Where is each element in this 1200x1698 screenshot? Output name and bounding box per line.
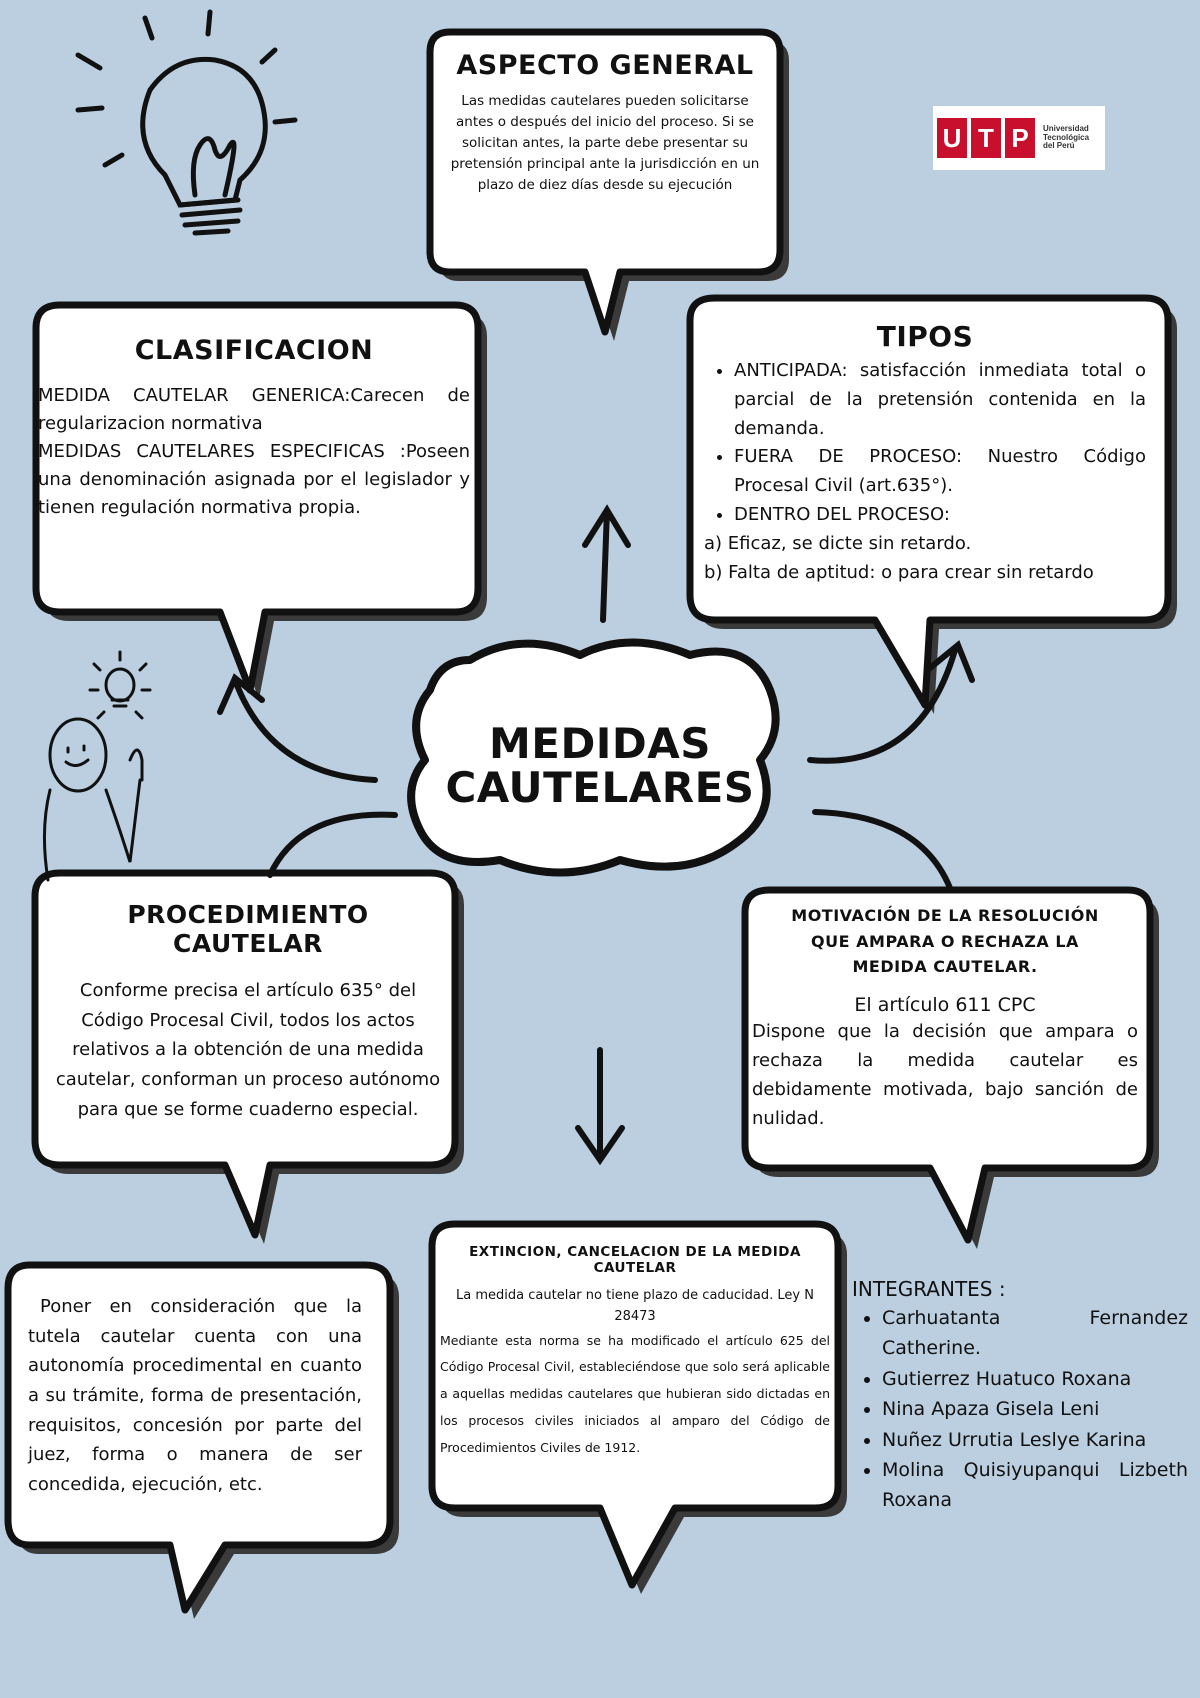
integrante-item: Gutierrez Huatuco Roxana: [882, 1364, 1188, 1394]
extincion-section: EXTINCION, CANCELACION DE LA MEDIDA CAUT…: [440, 1244, 830, 1462]
tipos-title: TIPOS: [876, 320, 974, 353]
logo-sub-line-1: Universidad: [1043, 124, 1089, 134]
arc-to-motivacion: [812, 809, 953, 891]
motivacion-section: MOTIVACIÓN DE LA RESOLUCIÓN QUE AMPARA O…: [752, 903, 1138, 1134]
arrow-down: [575, 1047, 625, 1166]
connector-arrows: [217, 504, 975, 1166]
bubble-aspecto: [426, 28, 784, 336]
arrow-to-tipos: [807, 640, 975, 764]
utp-logo: U T P Universidad Tecnológica del Perú: [933, 106, 1105, 170]
extincion-title: EXTINCION, CANCELACION DE LA MEDIDA CAUT…: [469, 1244, 801, 1276]
procedimiento-section: PROCEDIMIENTO CAUTELAR Conforme precisa …: [48, 900, 448, 1124]
clasificacion-title: CLASIFICACION: [134, 335, 374, 366]
bubble-tipos: [686, 294, 1172, 709]
integrante-item: Molina Quisiyupanqui Lizbeth Roxana: [882, 1455, 1188, 1516]
center-title-line-1: MEDIDAS: [488, 719, 712, 768]
extincion-text: Mediante esta norma se ha modificado el …: [440, 1332, 830, 1456]
motivacion-title: MOTIVACIÓN DE LA RESOLUCIÓN QUE AMPARA O…: [791, 906, 1099, 977]
tipos-item-anticipada: ANTICIPADA: satisfacción inmediata total…: [734, 357, 1146, 443]
procedimiento-text: Conforme precisa el artículo 635° del Có…: [55, 980, 441, 1120]
person-idea-icon: [42, 650, 152, 882]
bubble-autonomia: [4, 1261, 394, 1614]
tipos-section: TIPOS ANTICIPADA: satisfacción inmediata…: [704, 320, 1146, 587]
logo-letter-u: U: [937, 118, 967, 158]
integrantes-title: INTEGRANTES :: [852, 1277, 1006, 1301]
logo-subtitle: Universidad Tecnológica del Perú: [1043, 124, 1090, 151]
procedimiento-title: PROCEDIMIENTO CAUTELAR: [127, 900, 369, 958]
bubble-procedimiento: [31, 869, 459, 1239]
center-title-line-2: CAUTELARES: [445, 763, 755, 813]
speech-bubbles: [4, 28, 1172, 1614]
integrantes-section: INTEGRANTES : Carhuatanta Fernandez Cath…: [852, 1275, 1188, 1516]
extincion-law: La medida cautelar no tiene plazo de cad…: [456, 1288, 814, 1324]
clasificacion-generica: MEDIDA CAUTELAR GENERICA:Carecen de regu…: [38, 385, 470, 434]
integrante-item: Nina Apaza Gisela Leni: [882, 1394, 1188, 1424]
autonomia-section: Poner en consideración que la tutela cau…: [28, 1292, 362, 1500]
autonomia-text: Poner en consideración que la tutela cau…: [28, 1296, 362, 1496]
aspecto-title: ASPECTO GENERAL: [456, 50, 754, 81]
bubble-motivacion: [741, 886, 1154, 1244]
aspecto-section: ASPECTO GENERAL Las medidas cautelares p…: [448, 50, 762, 196]
motivacion-text: Dispone que la decisión que ampara o rec…: [752, 1021, 1138, 1129]
aspecto-text: Las medidas cautelares pueden solicitars…: [450, 93, 760, 193]
tipos-sub-b: b) Falta de aptitud: o para crear sin re…: [704, 561, 1094, 583]
integrante-item: Carhuatanta Fernandez Catherine.: [882, 1303, 1188, 1364]
integrantes-list: Carhuatanta Fernandez Catherine. Gutierr…: [852, 1303, 1188, 1516]
tipos-item-dentro: DENTRO DEL PROCESO:: [734, 501, 1146, 530]
clasificacion-especificas: MEDIDAS CAUTELARES ESPECIFICAS :Poseen u…: [38, 440, 470, 518]
tipos-list: ANTICIPADA: satisfacción inmediata total…: [704, 357, 1146, 530]
motivacion-subtitle: El artículo 611 CPC: [854, 993, 1036, 1016]
integrante-item: Nuñez Urrutia Leslye Karina: [882, 1425, 1188, 1455]
bubble-extincion: [428, 1220, 842, 1589]
bubble-clasificacion: [32, 301, 482, 694]
logo-sub-line-2: Tecnológica: [1043, 132, 1090, 142]
center-cloud: [407, 638, 780, 877]
logo-letter-p: P: [1005, 118, 1035, 158]
arc-to-procedimiento: [267, 811, 398, 878]
lightbulb-icon: [75, 9, 298, 236]
logo-letter-t: T: [971, 118, 1001, 158]
clasificacion-section: CLASIFICACION MEDIDA CAUTELAR GENERICA:C…: [38, 335, 470, 521]
logo-sub-line-3: del Perú: [1043, 141, 1075, 151]
tipos-item-fuera: FUERA DE PROCESO: Nuestro Código Procesa…: [734, 443, 1146, 501]
center-title: MEDIDAS CAUTELARES: [430, 719, 770, 813]
tipos-sub-a: a) Eficaz, se dicte sin retardo.: [704, 532, 972, 554]
arrow-up: [582, 504, 631, 623]
arrow-to-clasificacion: [217, 673, 378, 783]
